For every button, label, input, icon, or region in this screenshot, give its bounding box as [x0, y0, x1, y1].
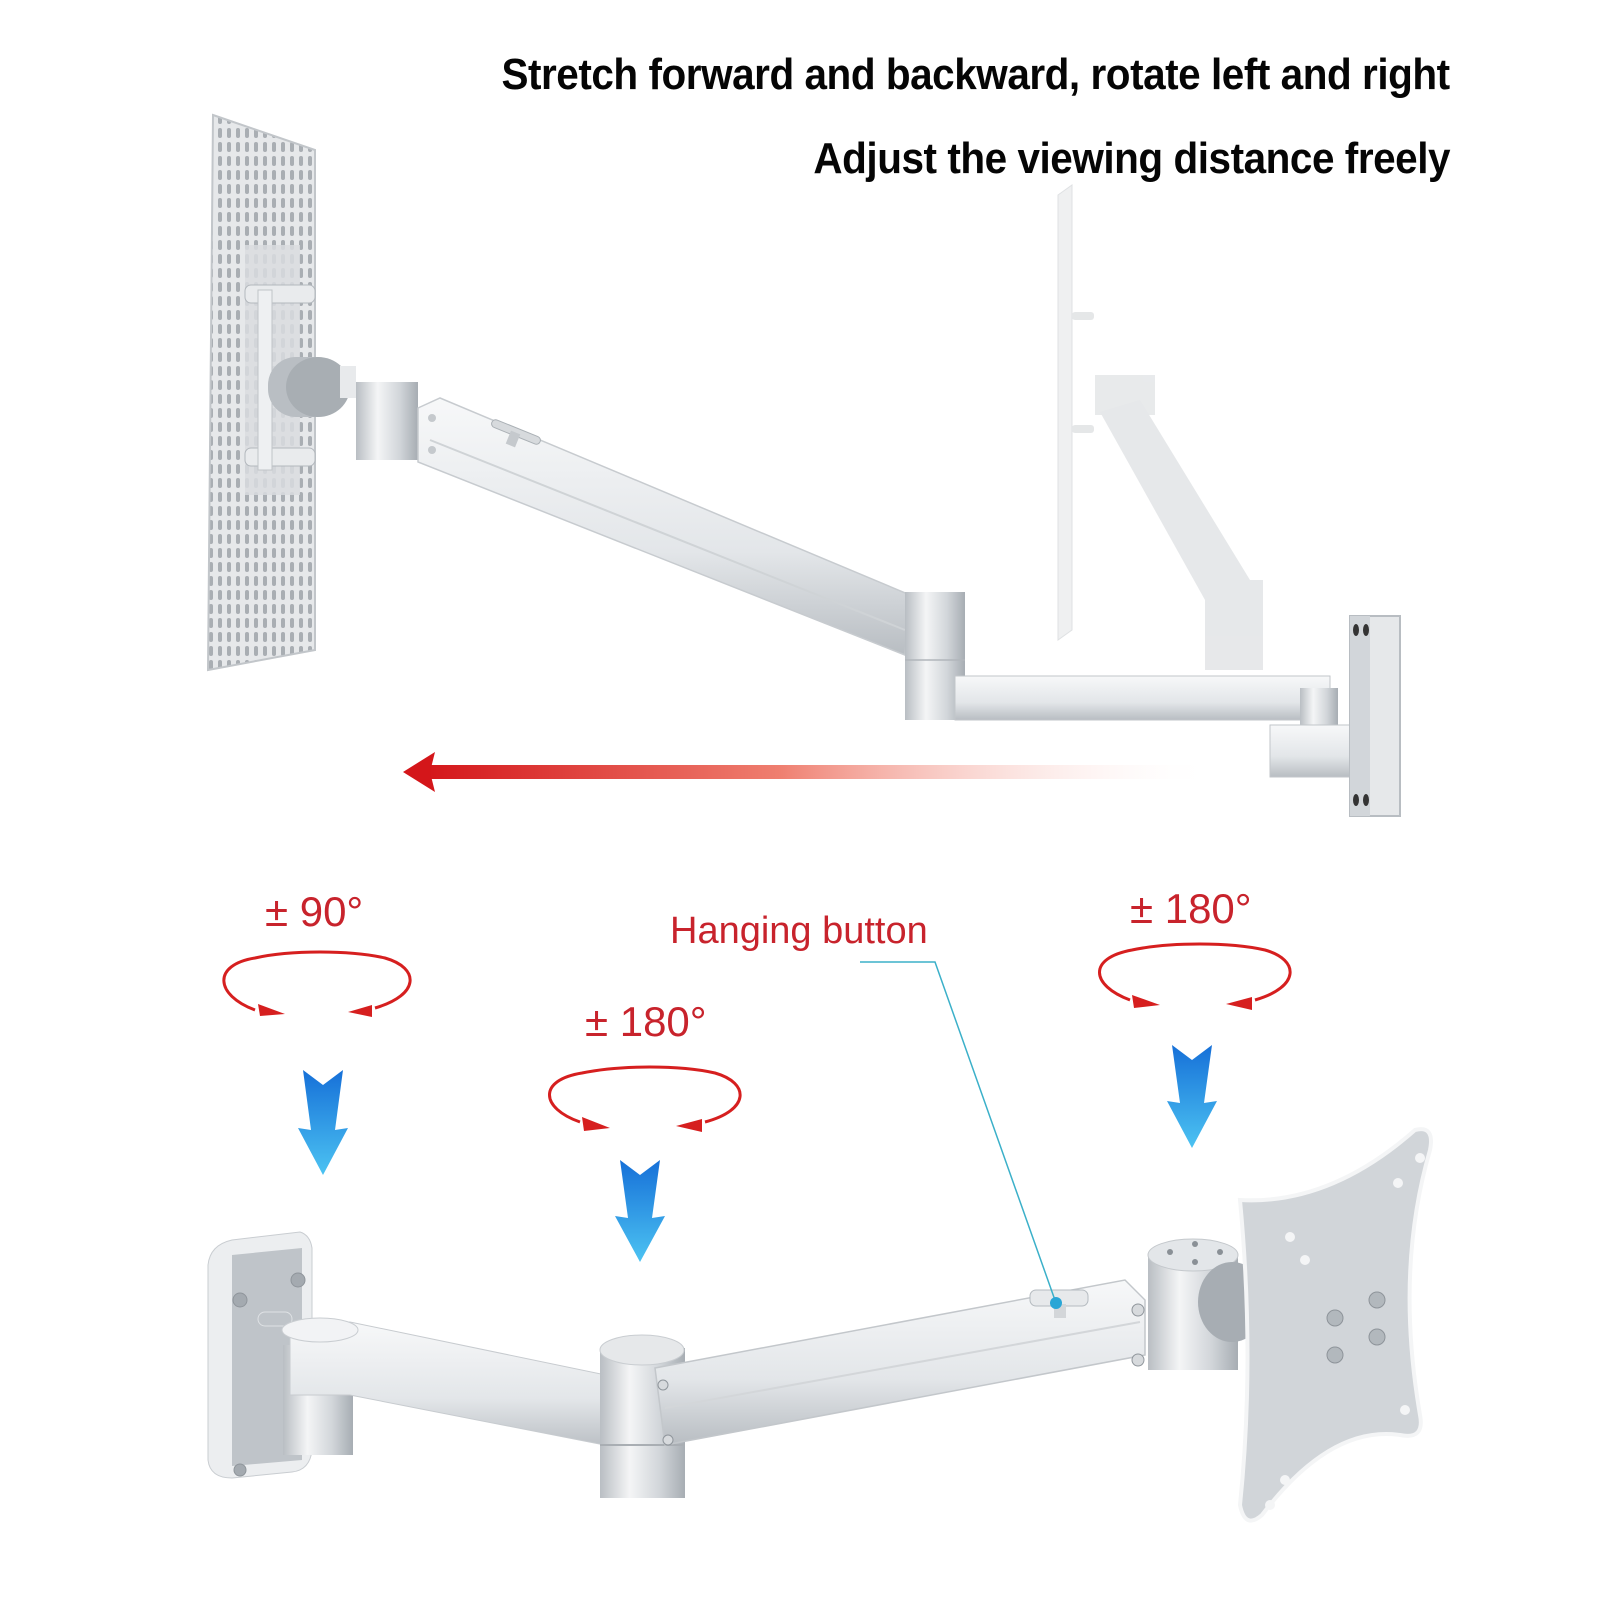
rotate-icon-elbow	[548, 1065, 742, 1132]
arrow-left-icon	[403, 752, 1215, 792]
bottom-arm-illustration	[207, 942, 1433, 1523]
arrow-down-icon-wall	[298, 1070, 348, 1175]
rotation-label-elbow: ± 180°	[585, 998, 707, 1045]
arrow-down-icon-elbow	[615, 1160, 665, 1262]
rotate-icon-head	[1098, 942, 1292, 1010]
headline-line-2: Adjust the viewing distance freely	[813, 134, 1450, 183]
wall-joint-top	[281, 1317, 359, 1343]
ghost-retracted-arm	[1057, 184, 1263, 670]
headline-line-1: Stretch forward and backward, rotate lef…	[501, 50, 1451, 99]
rotate-icon-wall	[222, 950, 412, 1017]
vesa-plate	[1237, 1127, 1433, 1523]
rotation-label-wall: ± 90°	[265, 888, 364, 935]
head-cylinder	[356, 382, 418, 460]
rotation-label-head: ± 180°	[1130, 885, 1252, 932]
lower-arm-segment	[954, 675, 1331, 721]
hanging-button-label: Hanging button	[670, 910, 928, 952]
hanging-button-top	[491, 419, 541, 448]
arrow-down-icon-head	[1167, 1045, 1217, 1148]
wall-bracket-top	[1269, 615, 1401, 817]
top-arm-illustration	[206, 113, 1401, 817]
tilt-joint	[268, 357, 356, 417]
hanging-button-callout-line	[860, 961, 1062, 1309]
upper-arm-segment	[417, 397, 911, 657]
